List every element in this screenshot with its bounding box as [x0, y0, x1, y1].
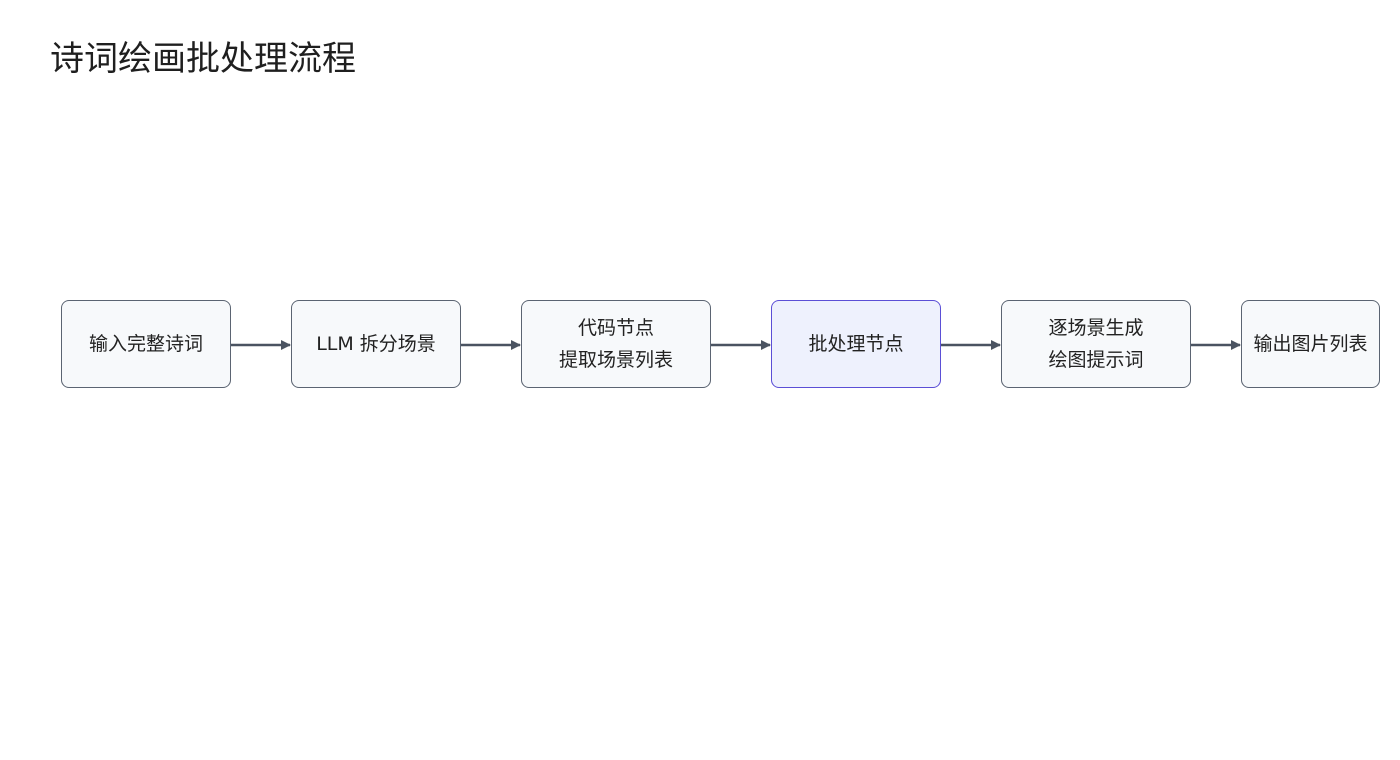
page-title: 诗词绘画批处理流程: [50, 39, 356, 79]
node-label-line-1: 逐场景生成: [1048, 317, 1144, 339]
node-label-line-1: 代码节点: [577, 317, 654, 339]
node-code-extract-scenes[interactable]: 代码节点 提取场景列表: [521, 300, 711, 388]
node-llm-split-scenes[interactable]: LLM 拆分场景: [291, 300, 461, 388]
node-label-line-2: 绘图提示词: [1048, 349, 1144, 371]
node-output-images[interactable]: 输出图片列表: [1241, 300, 1380, 388]
node-label: 输出图片列表: [1253, 333, 1368, 355]
node-label: 批处理节点: [808, 333, 904, 355]
node-generate-prompts[interactable]: 逐场景生成 绘图提示词: [1001, 300, 1191, 388]
node-label: 输入完整诗词: [88, 333, 203, 355]
node-label-line-2: 提取场景列表: [558, 349, 673, 371]
node-input-poem[interactable]: 输入完整诗词: [61, 300, 231, 388]
node-batch-process[interactable]: 批处理节点: [771, 300, 941, 388]
node-label: LLM 拆分场景: [316, 333, 436, 355]
